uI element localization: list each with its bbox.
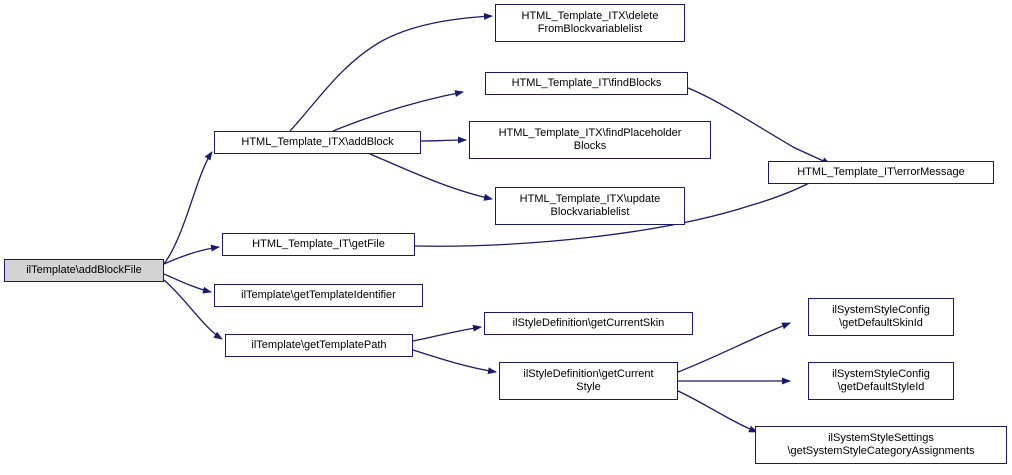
node-label: ilSystemStyleSettings \getSystemStyleCat… (787, 432, 975, 457)
node-label: HTML_Template_IT\errorMessage (797, 166, 965, 178)
node-label: HTML_Template_ITX\addBlock (241, 136, 394, 148)
node-iltemplate-gettemplatepath[interactable]: ilTemplate\getTemplatePath (225, 334, 413, 357)
node-ilsystemstylesettings-getsystemstylecategoryassignments[interactable]: ilSystemStyleSettings \getSystemStyleCat… (755, 426, 1007, 464)
node-html-template-it-errormessage[interactable]: HTML_Template_IT\errorMessage (768, 161, 994, 184)
node-iltemplate-addblockfile[interactable]: ilTemplate\addBlockFile (4, 259, 164, 282)
edge-addblock-deletefrom (289, 12, 493, 132)
node-label: ilStyleDefinition\getCurrent Style (523, 368, 654, 393)
node-iltemplate-gettemplateidentifier[interactable]: ilTemplate\getTemplateIdentifier (214, 284, 423, 307)
node-html-template-itx-updateblockvariablelist[interactable]: HTML_Template_ITX\update Blockvariableli… (495, 187, 685, 225)
node-label: HTML_Template_IT\getFile (252, 238, 385, 250)
node-label: ilSystemStyleConfig \getDefaultStyleId (832, 368, 930, 393)
node-html-template-itx-findplaceholderblocks[interactable]: HTML_Template_ITX\findPlaceholder Blocks (469, 121, 711, 159)
edge-root-gettemplateidentifier (163, 273, 212, 294)
edge-root-getfile (163, 244, 220, 265)
node-label: HTML_Template_ITX\delete FromBlockvariab… (521, 10, 659, 35)
node-ilstyledefinition-getcurrentskin[interactable]: ilStyleDefinition\getCurrentSkin (484, 312, 693, 335)
node-label: HTML_Template_IT\findBlocks (511, 77, 662, 89)
node-ilsystemstyleconfig-getdefaultskinid[interactable]: ilSystemStyleConfig \getDefaultSkinId (808, 298, 954, 336)
node-html-template-it-getfile[interactable]: HTML_Template_IT\getFile (222, 233, 415, 256)
edge-getcurrentstyle-defaultskinid (677, 322, 791, 373)
node-ilsystemstyleconfig-getdefaultstyleid[interactable]: ilSystemStyleConfig \getDefaultStyleId (808, 362, 954, 400)
node-label: ilTemplate\getTemplatePath (251, 339, 387, 351)
node-label: ilTemplate\addBlockFile (26, 264, 142, 276)
node-html-template-it-findblocks[interactable]: HTML_Template_IT\findBlocks (485, 72, 688, 95)
edge-getcurrentstyle-categoryassign (677, 390, 758, 433)
node-label: ilTemplate\getTemplateIdentifier (241, 289, 396, 301)
edge-gettemplatepath-getcurrentskin (412, 324, 482, 342)
node-html-template-itx-deletefromblockvariablelist[interactable]: HTML_Template_ITX\delete FromBlockvariab… (495, 4, 685, 42)
edge-gettemplatepath-getcurrentstyle (412, 349, 497, 375)
edge-addblock-findblocks (332, 90, 464, 132)
edge-addblock-updateblockvar (369, 153, 493, 201)
node-html-template-itx-addblock[interactable]: HTML_Template_ITX\addBlock (214, 131, 421, 154)
node-label: HTML_Template_ITX\update Blockvariableli… (519, 193, 661, 218)
node-label: ilStyleDefinition\getCurrentSkin (512, 317, 665, 329)
edge-root-addblock (163, 151, 213, 265)
node-label: HTML_Template_ITX\findPlaceholder Blocks (498, 127, 682, 152)
edge-addblock-findplaceholder (420, 136, 467, 144)
node-ilstyledefinition-getcurrentstyle[interactable]: ilStyleDefinition\getCurrent Style (499, 362, 678, 400)
node-label: ilSystemStyleConfig \getDefaultSkinId (832, 304, 930, 329)
